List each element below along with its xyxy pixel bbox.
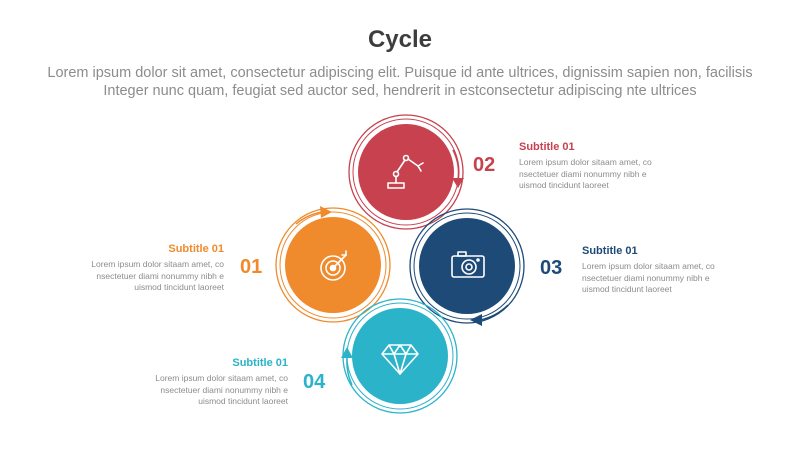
camera-icon <box>451 251 485 278</box>
robot-arm-icon <box>387 154 424 189</box>
cycle-node-01 <box>275 206 391 323</box>
description-line-2: Integer nunc quam, feugiat sed auctor se… <box>103 83 697 99</box>
cycle-node-02 <box>348 114 464 230</box>
step-number-03: 03 <box>540 257 563 279</box>
step-text-01: Lorem ipsum dolor sitaam amet, co nsecte… <box>91 259 224 292</box>
step-number-02: 02 <box>473 154 496 176</box>
step-number-01: 01 <box>240 256 263 278</box>
diamond-icon <box>381 344 419 375</box>
step-subtitle-01: Subtitle 01 <box>168 243 224 255</box>
step-subtitle-02: Subtitle 01 <box>519 141 575 153</box>
cycle-node-04 <box>341 298 458 414</box>
cycle-node-03 <box>409 208 525 326</box>
page-title: Cycle <box>367 26 433 53</box>
step-number-04: 04 <box>303 371 326 393</box>
target-icon <box>320 250 347 281</box>
step-subtitle-04: Subtitle 01 <box>232 357 288 369</box>
step-text-02: Lorem ipsum dolor sitaam amet, co nsecte… <box>519 157 652 190</box>
step-text-03: Lorem ipsum dolor sitaam amet, co nsecte… <box>582 261 715 294</box>
step-subtitle-03: Subtitle 01 <box>582 245 638 257</box>
description-line-1: Lorem ipsum dolor sit amet, consectetur … <box>47 65 753 81</box>
step-text-04: Lorem ipsum dolor sitaam amet, co nsecte… <box>155 373 288 406</box>
